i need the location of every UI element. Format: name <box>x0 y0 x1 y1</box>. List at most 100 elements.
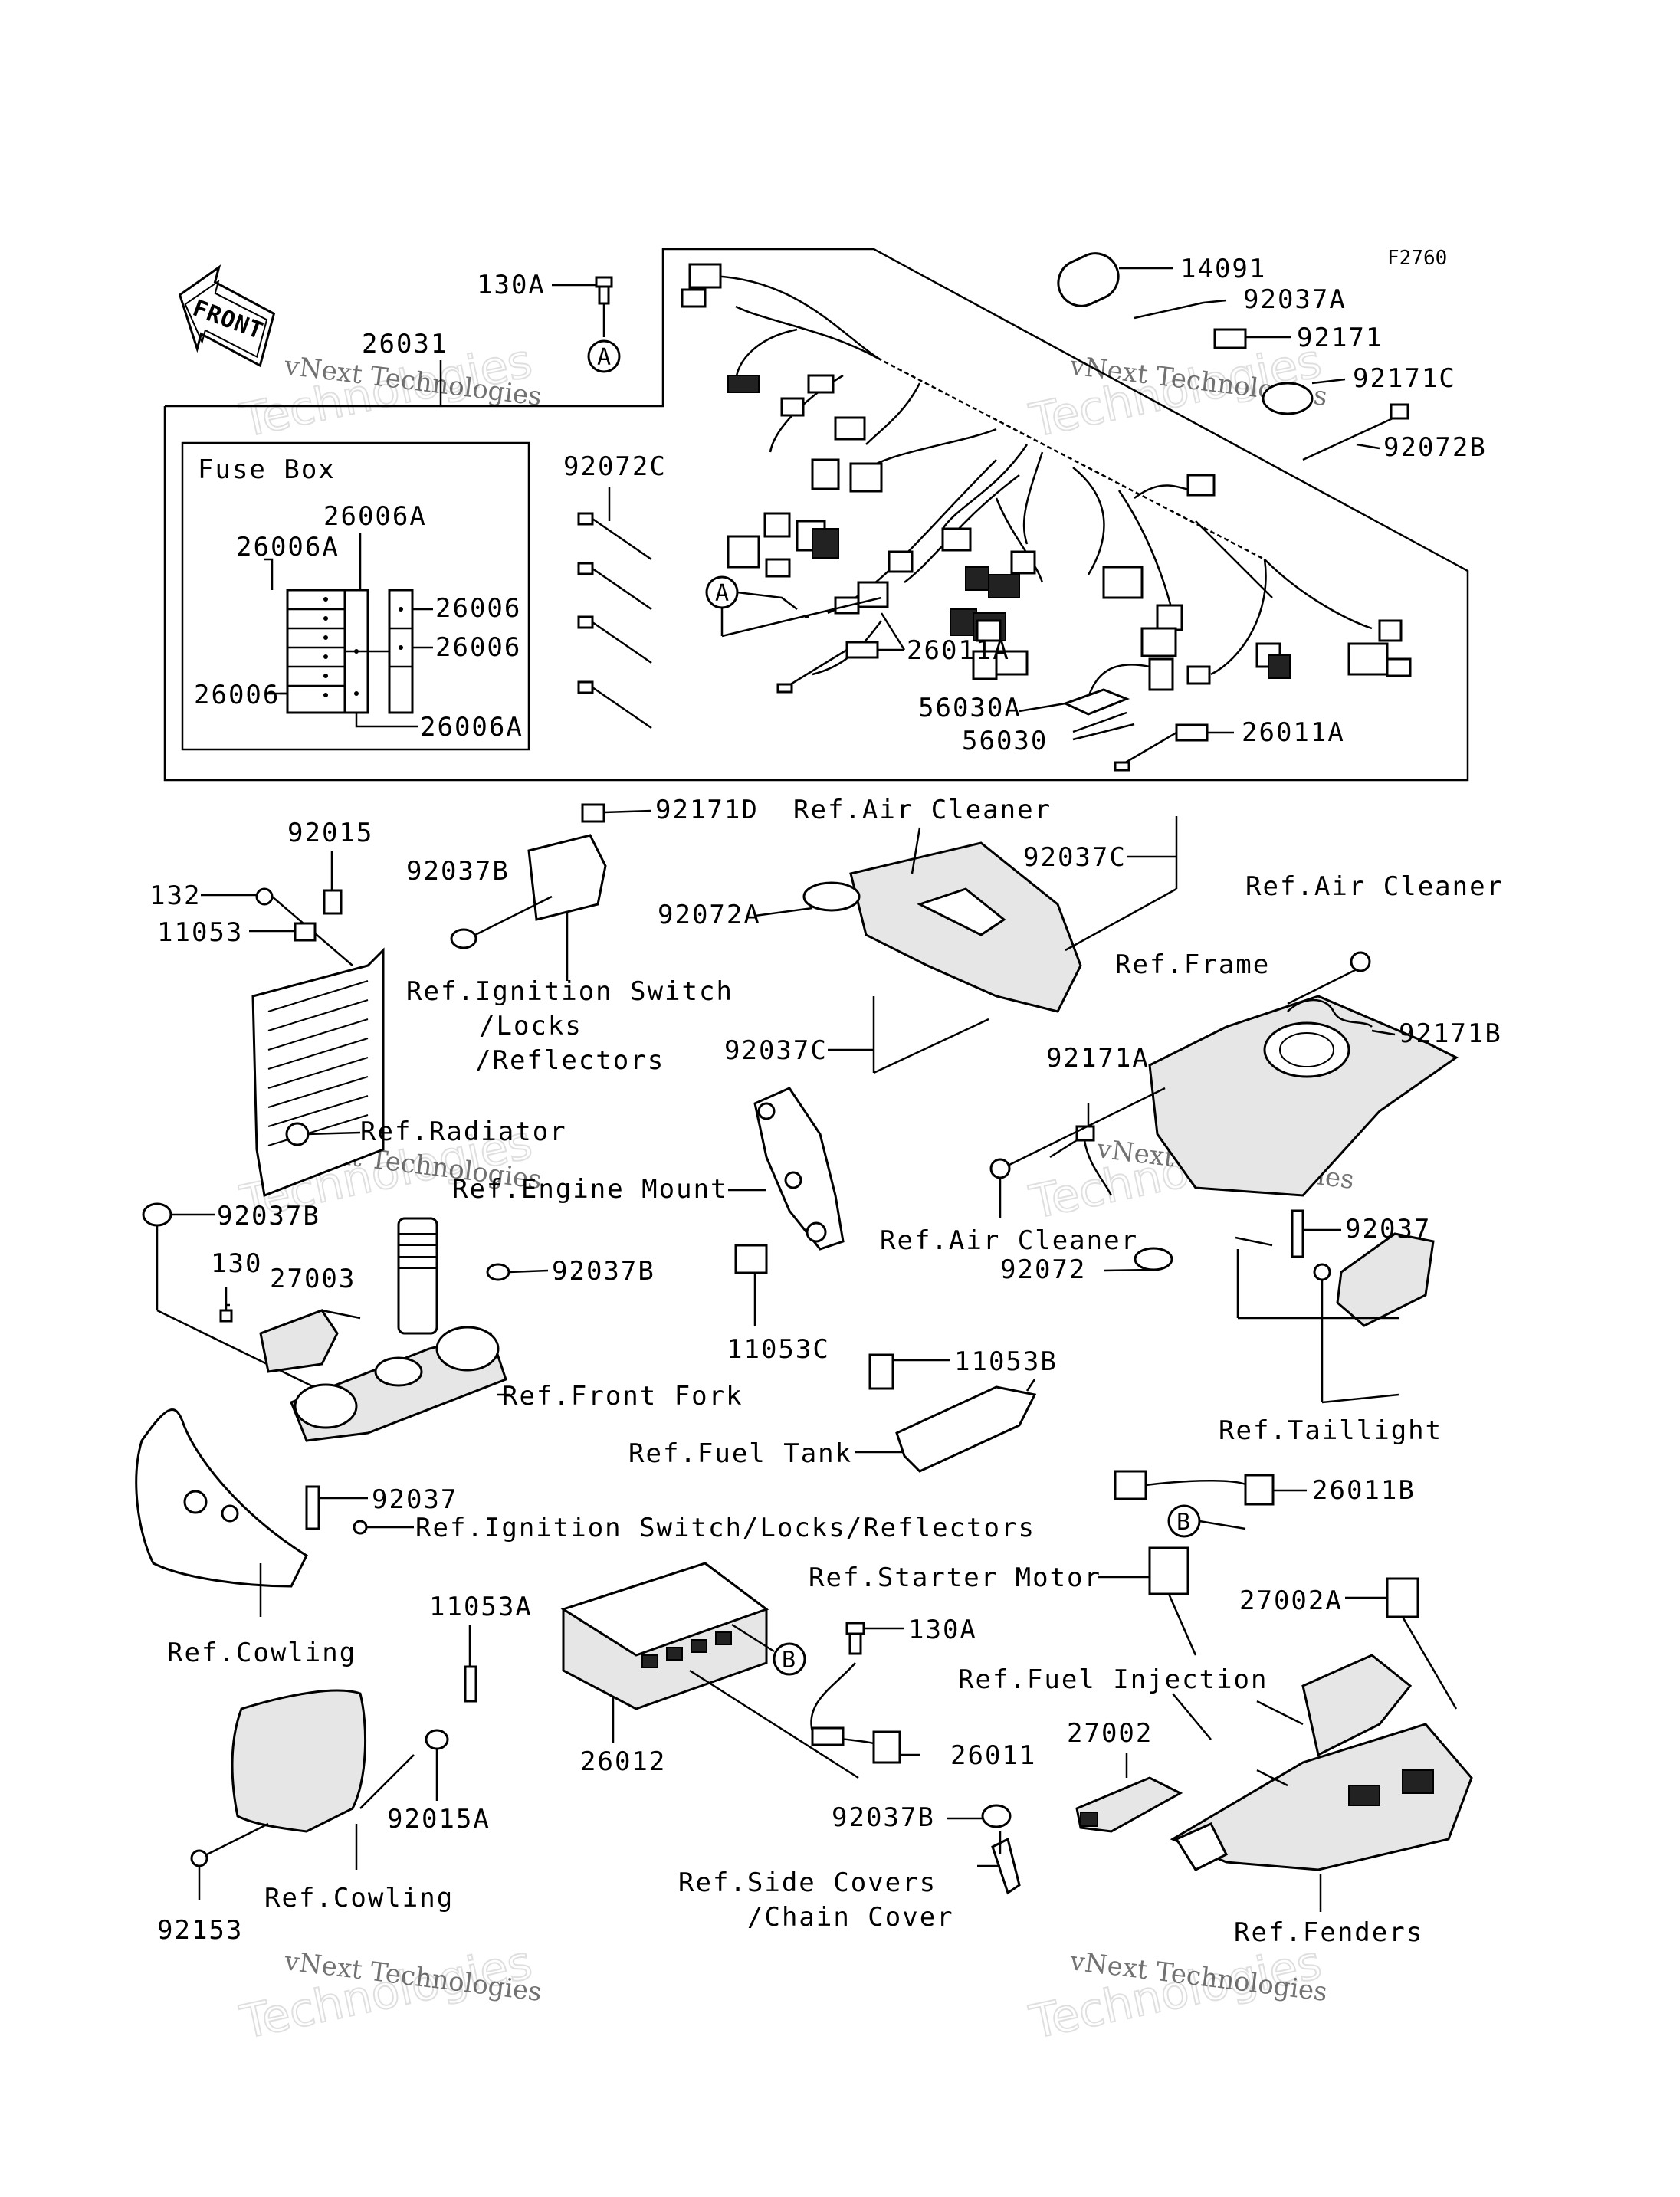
callout-a-circle <box>587 339 621 373</box>
label-92171D: 92171D <box>655 795 759 825</box>
cable-tie-92072C <box>577 487 652 730</box>
cap-14091 <box>1057 252 1173 307</box>
label-26006A: 26006A <box>236 532 340 562</box>
wire-26011B: B <box>1098 1470 1307 1656</box>
label-56030A: 56030A <box>918 693 1022 723</box>
label-92153: 92153 <box>157 1915 243 1946</box>
callout-b-label: B <box>1176 1509 1191 1536</box>
callout-a-harness: A <box>705 575 882 638</box>
label-14091: 14091 <box>1180 254 1266 284</box>
air-cleaner-housing <box>754 816 1178 1074</box>
label-11053B: 11053B <box>954 1346 1058 1377</box>
ecu-27002 <box>1075 1693 1212 1833</box>
wire-26011A <box>776 612 906 694</box>
label-ref-air-cleaner: Ref.Air Cleaner <box>793 795 1052 825</box>
bolt-130A-top: A <box>552 276 621 373</box>
label-ref-ignition: Ref.Ignition Switch <box>406 976 733 1007</box>
wire-26011A-right <box>1114 723 1234 772</box>
label-92037B: 92037B <box>832 1802 935 1833</box>
label-132: 132 <box>149 880 201 911</box>
label-92037B: 92037B <box>552 1256 655 1287</box>
taillight-assembly <box>1235 1209 1435 1404</box>
label-26011: 26011 <box>950 1740 1036 1771</box>
label-130: 130 <box>211 1248 262 1279</box>
label-ref-chain-cover: /Chain Cover <box>747 1902 954 1933</box>
cowling-lower <box>190 1625 477 1900</box>
label-27003: 27003 <box>270 1264 356 1294</box>
engine-mount-bracket <box>728 1087 845 1326</box>
label-ref-ignition-locks: /Locks <box>479 1011 582 1041</box>
callout-b-label: B <box>782 1647 796 1674</box>
label-11053C: 11053C <box>727 1334 830 1365</box>
label-92171B: 92171B <box>1399 1018 1502 1049</box>
callout-a-label: A <box>597 344 612 371</box>
ignition-bracket <box>450 803 652 981</box>
label-92037C: 92037C <box>724 1035 828 1066</box>
label-26006: 26006 <box>194 680 280 710</box>
cable-tie-92072B <box>1302 403 1409 461</box>
label-26006: 26006 <box>435 632 521 663</box>
label-ref-air-cleaner: Ref.Air Cleaner <box>880 1225 1138 1256</box>
label-ref-engine-mount: Ref.Engine Mount <box>452 1174 728 1205</box>
label-92037: 92037 <box>372 1484 458 1515</box>
label-26012: 26012 <box>580 1746 666 1777</box>
fender-assembly <box>1170 1577 1473 1912</box>
cowling-upper <box>135 1408 414 1617</box>
label-92037: 92037 <box>1345 1214 1431 1244</box>
label-ref-fuel-tank: Ref.Fuel Tank <box>628 1438 852 1469</box>
label-92037C: 92037C <box>1023 842 1127 873</box>
label-27002: 27002 <box>1067 1718 1153 1749</box>
radiator-guard <box>251 947 385 1198</box>
label-92072C: 92072C <box>563 451 667 482</box>
label-ref-fenders: Ref.Fenders <box>1234 1917 1423 1948</box>
label-ref-side-covers: Ref.Side Covers <box>678 1867 937 1898</box>
label-92037B: 92037B <box>406 856 510 887</box>
battery-26012: B <box>560 1562 859 1779</box>
label-ref-frame: Ref.Frame <box>1115 949 1270 980</box>
label-56030: 56030 <box>962 726 1048 756</box>
front-fork-clamp <box>142 1202 549 1442</box>
label-92171: 92171 <box>1297 323 1383 353</box>
label-ref-air-cleaner: Ref.Air Cleaner <box>1245 871 1504 902</box>
label-92037B: 92037B <box>217 1201 320 1231</box>
label-27002A: 27002A <box>1239 1585 1343 1616</box>
label-26006: 26006 <box>435 593 521 624</box>
label-26006A: 26006A <box>420 712 523 743</box>
grommet-11053 <box>249 922 317 942</box>
clip-92171C <box>1262 378 1346 415</box>
label-26031: 26031 <box>362 329 448 359</box>
cable-26011 <box>810 1622 920 1764</box>
label-ref-ignition-reflectors: /Reflectors <box>475 1045 664 1076</box>
label-ref-taillight: Ref.Taillight <box>1219 1415 1442 1446</box>
label-26011B: 26011B <box>1312 1475 1416 1506</box>
clamp-92037A <box>1134 299 1227 320</box>
label-ref-fuel-injection: Ref.Fuel Injection <box>958 1664 1268 1695</box>
main-wire-harness <box>681 263 1412 698</box>
callout-a-label: A <box>715 580 730 607</box>
label-ref-starter-motor: Ref.Starter Motor <box>809 1562 1101 1593</box>
label-92171A: 92171A <box>1046 1043 1150 1074</box>
label-130A: 130A <box>477 270 546 300</box>
fuel-tank-bracket <box>855 1353 1037 1473</box>
label-92072A: 92072A <box>658 900 761 930</box>
label-11053: 11053 <box>157 917 243 948</box>
fuse-block-icon <box>280 589 414 714</box>
fuse-box-panel: Fuse Box <box>181 441 530 751</box>
label-92072: 92072 <box>1000 1254 1086 1285</box>
label-ref-front-fork: Ref.Front Fork <box>502 1381 743 1412</box>
label-92171C: 92171C <box>1353 363 1456 394</box>
label-ref-cowling: Ref.Cowling <box>264 1883 454 1913</box>
label-26011A: 26011A <box>1242 717 1345 748</box>
label-ref-cowling: Ref.Cowling <box>167 1638 356 1668</box>
side-cover-bracket <box>947 1804 1021 1895</box>
label-ref-radiator: Ref.Radiator <box>360 1117 567 1147</box>
fuse-box-title: Fuse Box <box>198 454 336 485</box>
clip-92171 <box>1213 328 1291 349</box>
label-26006A: 26006A <box>323 501 427 532</box>
label-92015A: 92015A <box>387 1804 491 1835</box>
label-26011A: 26011A <box>907 635 1010 666</box>
front-arrow-icon: FRONT <box>178 264 276 368</box>
label-ref-ignition-2: Ref.Ignition Switch/Locks/Reflectors <box>415 1513 1035 1543</box>
label-130A: 130A <box>908 1615 977 1645</box>
